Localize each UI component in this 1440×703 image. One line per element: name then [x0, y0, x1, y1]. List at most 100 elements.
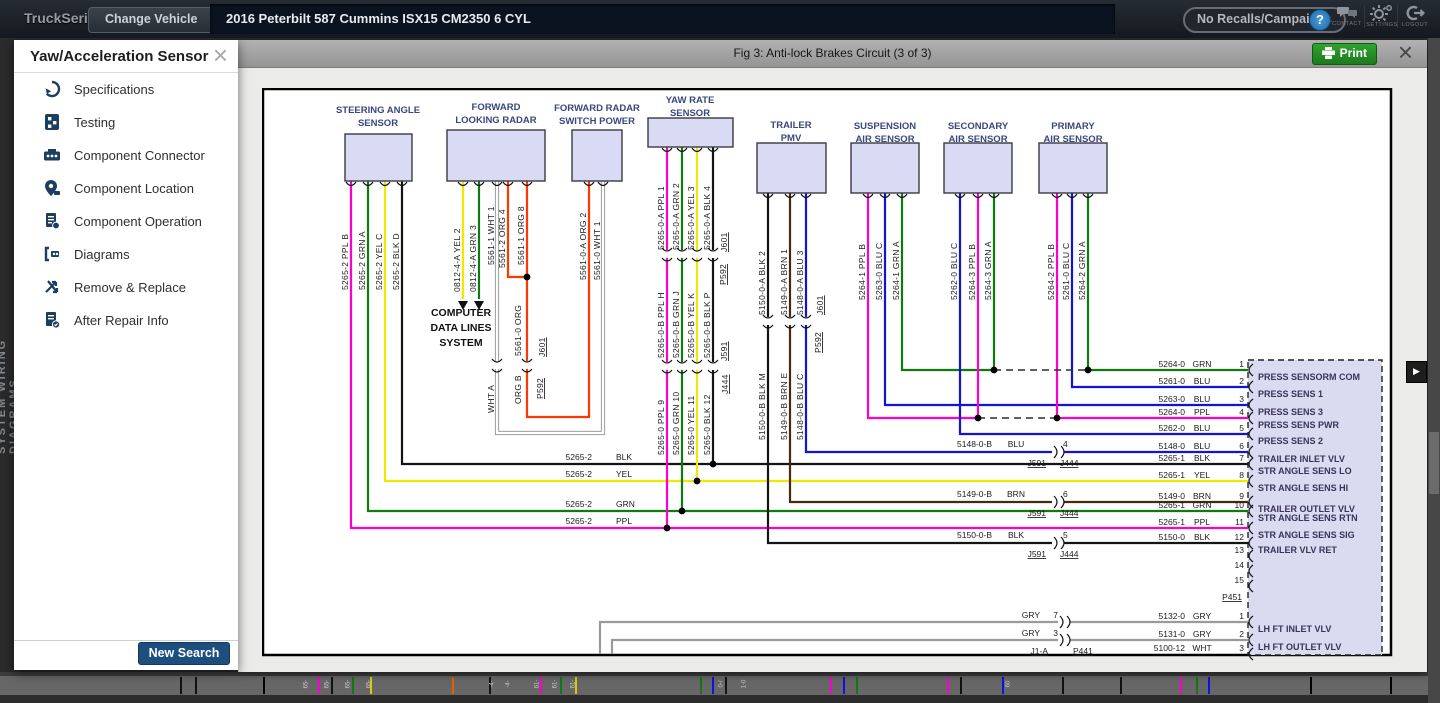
- underlay-wire-stub: [575, 677, 577, 694]
- svg-text:BLK: BLK: [616, 452, 632, 462]
- svg-text:5150-0-B: 5150-0-B: [957, 530, 992, 540]
- sidebar-item-component-operation[interactable]: Component Operation: [14, 205, 238, 238]
- sidebar-item-testing[interactable]: Testing: [14, 106, 238, 139]
- underlay-wire-stub: [195, 677, 197, 694]
- svg-text:5561-0-A ORG 2: 5561-0-A ORG 2: [578, 212, 588, 280]
- diagrams-icon: [43, 245, 61, 263]
- component-box: [446, 129, 546, 182]
- svg-text:5265-2 GRN A: 5265-2 GRN A: [357, 231, 367, 290]
- help-icon[interactable]: ?: [1309, 9, 1331, 31]
- svg-text:5265-1: 5265-1: [1159, 453, 1186, 463]
- svg-text:5265-2 PPL B: 5265-2 PPL B: [340, 234, 350, 290]
- sidebar-item-component-location[interactable]: Component Location: [14, 172, 238, 205]
- svg-text:5264-0: 5264-0: [1159, 407, 1186, 417]
- underlay-wire-stub: [712, 677, 714, 694]
- connector-pin-box: [1247, 359, 1383, 656]
- svg-text:GRN: GRN: [616, 499, 635, 509]
- splice-dot: [693, 477, 701, 485]
- contact-icon: [1330, 5, 1364, 20]
- svg-text:TRAILER VLV RET: TRAILER VLV RET: [1258, 545, 1337, 555]
- svg-text:J591: J591: [719, 341, 729, 361]
- svg-text:5265-2: 5265-2: [566, 516, 593, 526]
- svg-text:5265-0-A YEL 3: 5265-0-A YEL 3: [686, 186, 696, 250]
- svg-text:BLK: BLK: [1008, 530, 1024, 540]
- component-location-icon: [43, 179, 61, 197]
- underlying-dark-bar: [0, 695, 1440, 703]
- svg-text:ORG B: ORG B: [513, 375, 523, 404]
- underlay-wire-stub: [263, 677, 265, 694]
- new-search-button[interactable]: New Search: [138, 642, 230, 665]
- svg-text:J601: J601: [537, 337, 547, 357]
- svg-text:1: 1: [1239, 359, 1244, 369]
- contact-button[interactable]: CONTACT: [1330, 5, 1364, 27]
- svg-text:GRY: GRY: [1022, 610, 1041, 620]
- sidebar-item-label: Diagrams: [74, 247, 130, 262]
- settings-button[interactable]: SETTINGS: [1364, 5, 1399, 28]
- sidebar-item-label: Testing: [74, 115, 116, 130]
- sidebar-item-after-repair-info[interactable]: After Repair Info: [14, 304, 238, 337]
- specifications-icon: [43, 80, 61, 98]
- underlay-wire-stub: [331, 677, 333, 694]
- expand-arrow-button[interactable]: ▶: [1406, 361, 1427, 383]
- svg-text:P592: P592: [813, 332, 823, 353]
- change-vehicle-button[interactable]: Change Vehicle: [88, 7, 215, 33]
- underlay-wire-stub: [700, 677, 702, 694]
- svg-text:4: 4: [1239, 407, 1244, 417]
- component-operation-icon: [43, 212, 61, 230]
- svg-text:5149-0: 5149-0: [1159, 491, 1186, 501]
- svg-text:GRY: GRY: [1022, 628, 1041, 638]
- sidebar-item-remove-replace[interactable]: Remove & Replace: [14, 271, 238, 304]
- panel-close-icon[interactable]: ×: [212, 40, 228, 70]
- svg-text:FORWARD: FORWARD: [472, 102, 521, 113]
- underlay-wire-stub: [370, 677, 372, 694]
- vehicle-title: 2016 Peterbilt 587 Cummins ISX15 CM2350 …: [226, 11, 531, 26]
- svg-text:P451: P451: [1222, 592, 1242, 602]
- underlay-wire-stub: [452, 677, 454, 694]
- print-button[interactable]: Print: [1311, 43, 1377, 65]
- svg-text:GRY: GRY: [1193, 611, 1212, 621]
- underlay-wire-stub: [856, 677, 858, 694]
- svg-text:5: 5: [1239, 423, 1244, 433]
- svg-text:5264-3 GRN A: 5264-3 GRN A: [983, 241, 993, 300]
- underlying-diagram-band: [0, 676, 1440, 695]
- settings-gear-icon: [1365, 5, 1399, 21]
- sidebar-item-label: Remove & Replace: [74, 280, 186, 295]
- svg-text:SWITCH POWER: SWITCH POWER: [559, 116, 635, 127]
- logout-button[interactable]: LOGOUT: [1397, 5, 1432, 28]
- scrollbar[interactable]: [1428, 38, 1440, 703]
- logout-icon: [1398, 5, 1432, 21]
- panel-divider: [14, 640, 238, 641]
- svg-text:5150-0-A BLK 2: 5150-0-A BLK 2: [757, 251, 767, 315]
- underlay-wire-stub: [180, 677, 182, 694]
- svg-text:5265-0 BLK 12: 5265-0 BLK 12: [702, 394, 712, 455]
- modal-close-icon[interactable]: ×: [1397, 37, 1413, 67]
- splice-dot: [990, 366, 998, 374]
- svg-text:5262-0: 5262-0: [1159, 423, 1186, 433]
- component-connector-icon: [43, 146, 61, 164]
- svg-text:5265-1: 5265-1: [1159, 500, 1186, 510]
- svg-text:AIR SENSOR: AIR SENSOR: [855, 134, 914, 145]
- no-recalls-button[interactable]: No Recalls/Campaigns: [1183, 7, 1346, 33]
- svg-text:5264-0: 5264-0: [1159, 359, 1186, 369]
- svg-text:5265-0-A BLK 4: 5265-0-A BLK 4: [702, 186, 712, 250]
- svg-text:2: 2: [1239, 629, 1244, 639]
- svg-text:5: 5: [1063, 530, 1068, 540]
- sidebar-item-diagrams[interactable]: Diagrams: [14, 238, 238, 271]
- splice-dot: [709, 460, 717, 468]
- svg-text:5265-2 YEL C: 5265-2 YEL C: [374, 233, 384, 290]
- svg-text:P441: P441: [1073, 646, 1093, 656]
- svg-text:PRESS SENSORM COM: PRESS SENSORM COM: [1258, 372, 1360, 382]
- sidebar-item-component-connector[interactable]: Component Connector: [14, 139, 238, 172]
- svg-text:PRESS SENS 2: PRESS SENS 2: [1258, 436, 1323, 446]
- scrollbar-thumb[interactable]: [1429, 432, 1439, 494]
- svg-text:PPL: PPL: [616, 516, 632, 526]
- svg-text:GRN: GRN: [1193, 359, 1212, 369]
- sidebar-item-specifications[interactable]: Specifications: [14, 73, 238, 106]
- svg-text:4: 4: [1063, 439, 1068, 449]
- svg-text:5131-0: 5131-0: [1159, 629, 1186, 639]
- svg-text:9: 9: [1239, 491, 1244, 501]
- connector-breaks: [491, 247, 1071, 647]
- svg-text:5100-12: 5100-12: [1154, 643, 1185, 653]
